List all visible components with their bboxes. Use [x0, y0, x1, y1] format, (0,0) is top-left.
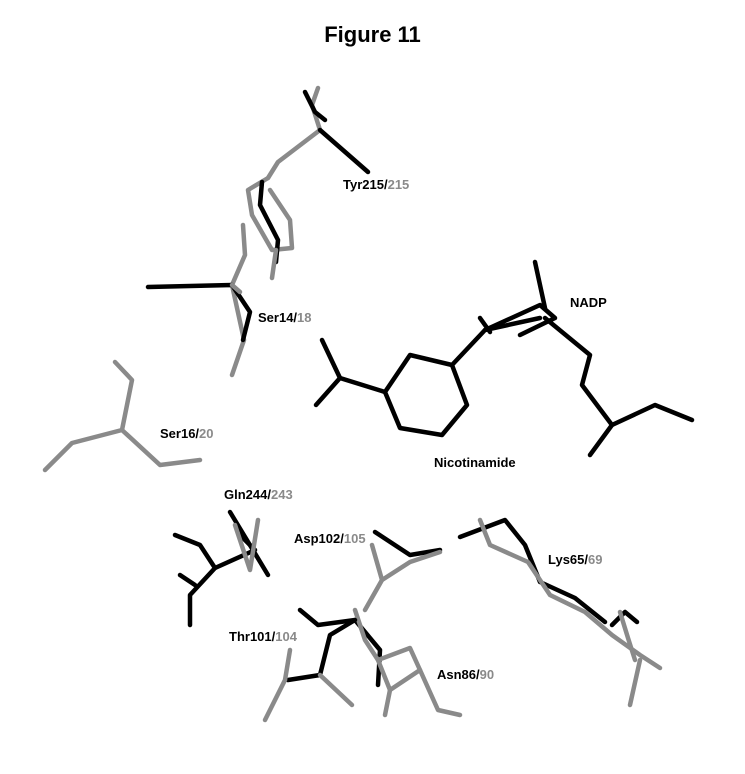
label-thr101: Thr101/104 — [229, 629, 298, 644]
residue-thr101-asn86-sticks — [265, 610, 460, 720]
label-nadp: NADP — [570, 295, 607, 310]
label-asp102: Asp102/105 — [294, 531, 366, 546]
label-lys65: Lys65/69 — [548, 552, 602, 567]
residue-ser14-sticks — [148, 225, 250, 375]
residue-ser16-sticks — [45, 362, 200, 470]
label-ser16: Ser16/20 — [160, 426, 214, 441]
residue-asp102-sticks — [365, 532, 440, 610]
residue-gln244-sticks — [175, 512, 268, 625]
label-gln244: Gln244/243 — [224, 487, 293, 502]
ligand-nadp-sticks — [316, 262, 692, 455]
label-ser14: Ser14/18 — [258, 310, 312, 325]
label-nicotinamide: Nicotinamide — [434, 455, 516, 470]
label-tyr215: Tyr215/215 — [343, 177, 409, 192]
label-asn86: Asn86/90 — [437, 667, 494, 682]
